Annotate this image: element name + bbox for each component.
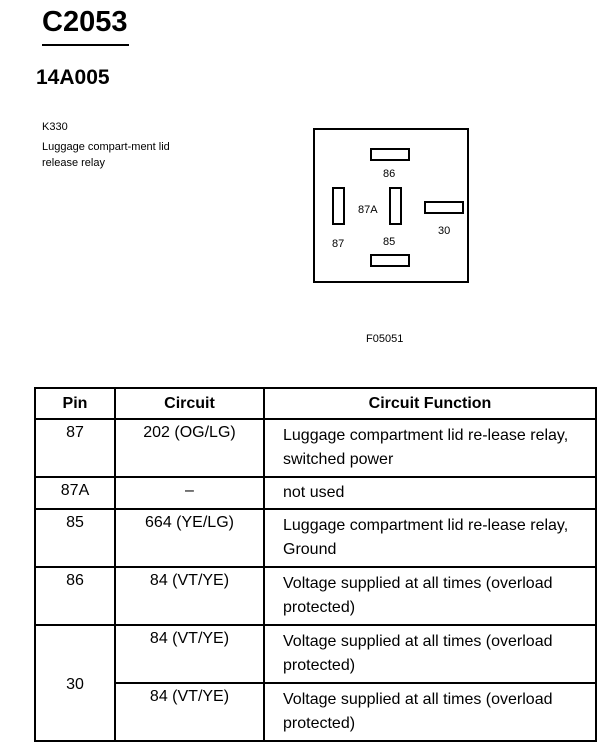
header-pin: Pin <box>34 387 116 420</box>
cell-function: Voltage supplied at all times (overload … <box>263 682 597 742</box>
pin-label-30: 30 <box>438 225 451 237</box>
pin-label-85: 85 <box>383 236 396 248</box>
cell-pin: 30 <box>34 624 116 742</box>
pin-label-86: 86 <box>383 168 396 180</box>
cell-pin: 87 <box>34 418 116 478</box>
header-circuit: Circuit <box>114 387 265 420</box>
figure-code: F05051 <box>366 333 404 345</box>
pinout-table: Pin Circuit Circuit Function 87 202 (OG/… <box>34 387 597 742</box>
header-circuit-function: Circuit Function <box>263 387 597 420</box>
table-header-row: Pin Circuit Circuit Function <box>34 387 597 420</box>
pin-label-87: 87 <box>332 238 345 250</box>
cell-function: Luggage compartment lid re-lease relay, … <box>263 418 597 478</box>
part-number: 14A005 <box>36 66 110 89</box>
terminal-bottom <box>370 254 410 267</box>
cell-circuit: 202 (OG/LG) <box>114 418 265 478</box>
table-row: 86 84 (VT/YE) Voltage supplied at all ti… <box>34 566 597 626</box>
component-description: Luggage compart-ment lid release relay <box>42 141 170 169</box>
title-underline <box>42 44 129 46</box>
terminal-86 <box>370 148 410 161</box>
cell-function: Voltage supplied at all times (overload … <box>263 624 597 684</box>
table-row: 30 84 (VT/YE) Voltage supplied at all ti… <box>34 624 597 742</box>
cell-circuit: 84 (VT/YE) <box>114 624 265 684</box>
cell-pin: 87A <box>34 476 116 510</box>
terminal-87 <box>332 187 345 225</box>
component-id: K330 <box>42 121 68 133</box>
table-row: 84 (VT/YE) Voltage supplied at all times… <box>35 682 597 742</box>
cell-function: Luggage compartment lid re-lease relay, … <box>263 508 597 568</box>
cell-pin: 86 <box>34 566 116 626</box>
connector-id: C2053 <box>42 6 128 38</box>
terminal-30 <box>424 201 464 214</box>
cell-circuit: 84 (VT/YE) <box>114 566 265 626</box>
table-row: 87 202 (OG/LG) Luggage compartment lid r… <box>34 418 597 478</box>
cell-function: not used <box>263 476 597 510</box>
cell-circuit: 664 (YE/LG) <box>114 508 265 568</box>
cell-circuit: 84 (VT/YE) <box>114 682 265 742</box>
cell-pin: 85 <box>34 508 116 568</box>
cell-function: Voltage supplied at all times (overload … <box>263 566 597 626</box>
terminal-85 <box>389 187 402 225</box>
connector-face-diagram: 86 87 87A 85 30 <box>313 128 469 283</box>
table-row: 85 664 (YE/LG) Luggage compartment lid r… <box>34 508 597 568</box>
table-row: 87A – not used <box>34 476 597 510</box>
cell-circuit: – <box>114 476 265 510</box>
pin-label-87a: 87A <box>358 204 378 216</box>
